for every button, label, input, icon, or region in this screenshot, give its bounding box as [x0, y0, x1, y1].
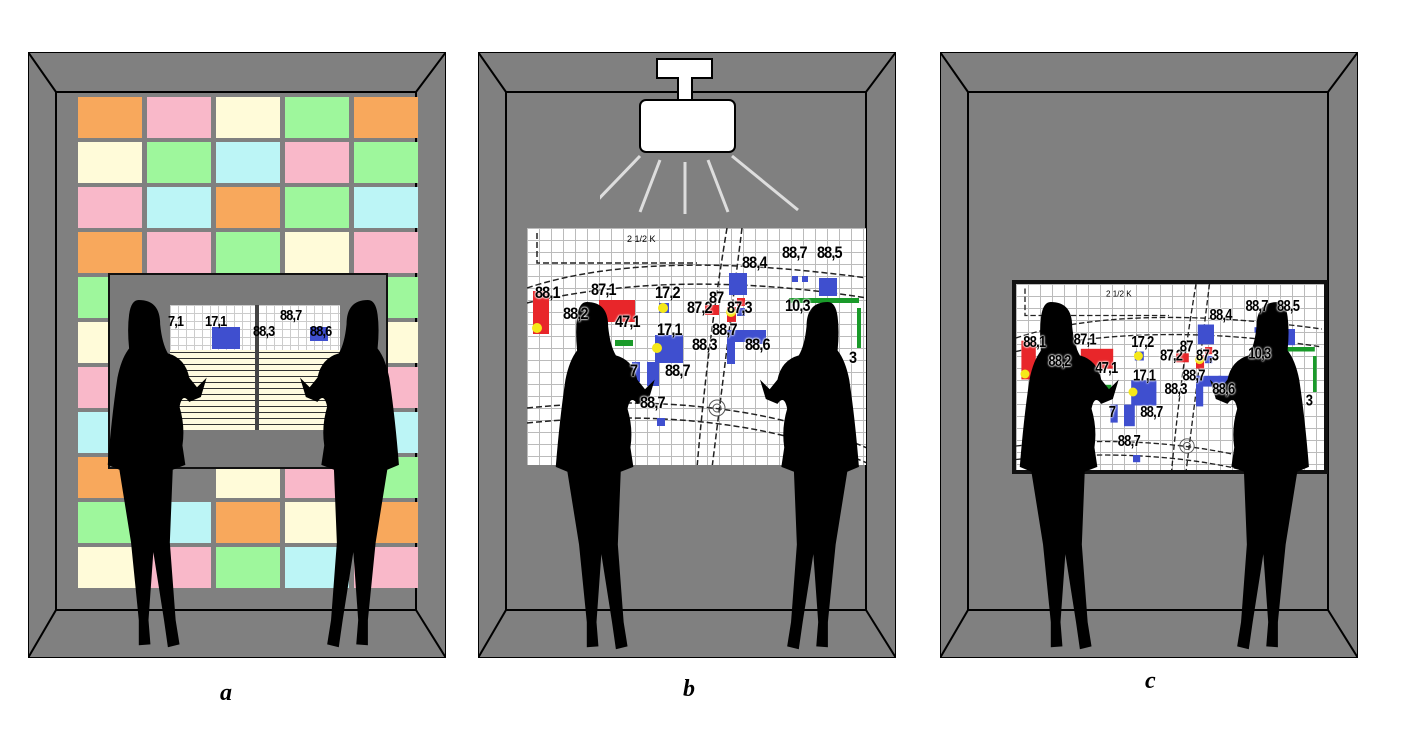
wall-tile [285, 232, 349, 273]
panel-label-a: a [220, 680, 232, 706]
map-header-text: 2 1/2 K [627, 234, 656, 244]
person-silhouette-icon [1019, 302, 1119, 650]
wall-tile [78, 97, 142, 138]
building-red [705, 305, 719, 315]
yellow-marker [652, 343, 662, 353]
panel-label-c: c [1145, 668, 1156, 694]
wall-tile [78, 232, 142, 273]
panel-label-b: b [683, 676, 695, 702]
building-mapgreen [789, 298, 859, 303]
wall-tile [354, 97, 418, 138]
building-blue [802, 276, 808, 282]
person-right [300, 300, 407, 654]
building-red [1205, 347, 1213, 355]
wall-tile [216, 502, 280, 543]
person-left [548, 302, 655, 656]
building-blue [1124, 404, 1135, 427]
building-blue [1196, 375, 1204, 407]
person-right [1210, 302, 1317, 656]
person-silhouette-icon [300, 300, 399, 648]
building-blue [727, 330, 735, 364]
building-blue [792, 276, 798, 282]
book-label: 17,1 [205, 313, 227, 330]
building-mapgreen [1313, 356, 1317, 392]
book-label: 88,3 [253, 323, 275, 340]
building-blue [819, 278, 837, 296]
wall-tile [78, 187, 142, 228]
projector [586, 56, 800, 216]
wall-tile [147, 187, 211, 228]
person-silhouette-icon [107, 300, 207, 648]
wall-tile [354, 187, 418, 228]
person-silhouette-icon [1210, 302, 1309, 650]
wall-tile [78, 142, 142, 183]
building-mapgreen [857, 308, 861, 348]
wall-tile [78, 547, 142, 588]
book-spine [255, 305, 259, 430]
building-blue [1205, 356, 1213, 364]
projector-icon [586, 58, 799, 214]
wall-tile [285, 142, 349, 183]
wall-tile [216, 232, 280, 273]
wall-tile [216, 142, 280, 183]
person-left [1012, 302, 1119, 656]
blue-block [212, 327, 240, 349]
blue-block [310, 327, 328, 341]
map-content: 2 1/2 K [527, 228, 866, 465]
wall-tile [147, 97, 211, 138]
book-label: 88,7 [280, 307, 302, 324]
yellow-marker [532, 323, 542, 333]
yellow-marker [1020, 369, 1030, 379]
wall-tile [147, 232, 211, 273]
building-blue [1197, 324, 1214, 345]
wall-tile [354, 232, 418, 273]
yellow-marker [1128, 387, 1138, 397]
wall-tile [216, 547, 280, 588]
building-blue [1196, 375, 1222, 387]
person-silhouette-icon [760, 302, 859, 650]
person-left [100, 300, 207, 654]
virtual-book: 7,1 17,1 88,7 88,3 88,6 [168, 305, 340, 430]
wall-tile [285, 97, 349, 138]
building-blue [657, 418, 665, 426]
book-label: 7,1 [168, 313, 184, 330]
yellow-marker [658, 303, 668, 313]
yellow-marker [1133, 351, 1143, 361]
building-red [737, 298, 745, 306]
book-label: 88,6 [310, 323, 332, 340]
building-blue [729, 273, 747, 295]
wall-tile [216, 187, 280, 228]
building-mapgreen [615, 340, 633, 346]
yellow-marker [1195, 355, 1205, 365]
building-blue [647, 362, 659, 386]
building-blue [1110, 404, 1118, 423]
person-right [760, 302, 867, 656]
building-red [599, 300, 635, 322]
building-blue [632, 362, 640, 382]
building-red [1176, 353, 1189, 363]
building-blue [1133, 455, 1141, 463]
wall-tile [285, 187, 349, 228]
wall-tile [216, 97, 280, 138]
building-blue [737, 308, 745, 316]
yellow-marker [726, 307, 736, 317]
wall-tile [147, 142, 211, 183]
wall-tile [354, 142, 418, 183]
person-silhouette-icon [555, 302, 655, 650]
map-header-text: 2 1/2 K [1106, 289, 1132, 299]
building-blue [752, 330, 766, 344]
